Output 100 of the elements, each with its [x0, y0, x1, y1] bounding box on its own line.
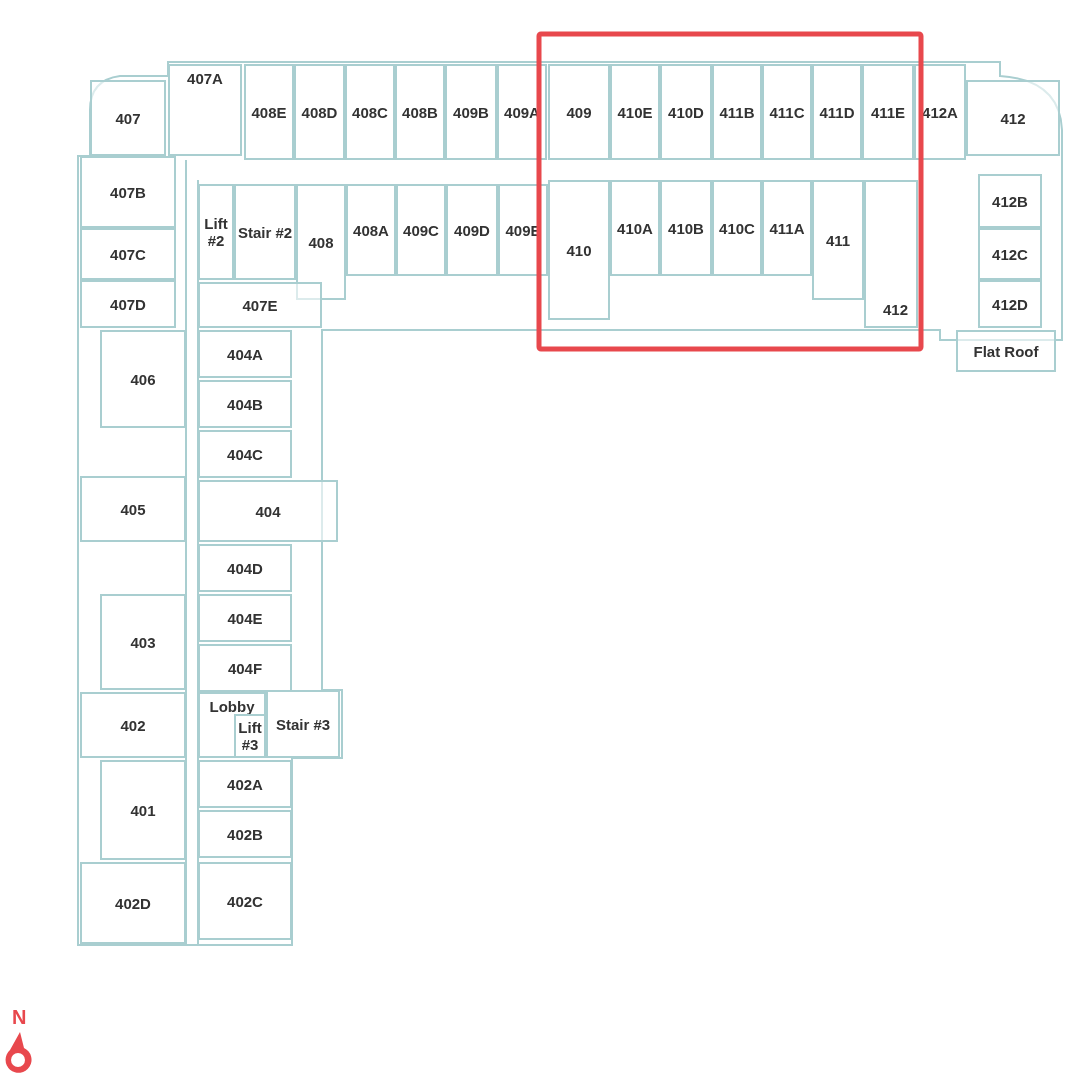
- room-label: 407C: [110, 245, 146, 263]
- room: [610, 64, 660, 160]
- room: [498, 184, 548, 276]
- room: [294, 64, 345, 160]
- room: [198, 644, 292, 692]
- room: [80, 692, 186, 758]
- room: [660, 180, 712, 276]
- room-label: 404E: [227, 609, 263, 627]
- room-label: 402A: [227, 775, 263, 793]
- room-label: 404C: [227, 445, 263, 463]
- room-label: 403: [130, 633, 156, 651]
- room-label: 406: [130, 370, 156, 388]
- room-label: 412B: [992, 192, 1028, 210]
- room: [762, 64, 812, 160]
- room-label: 405: [120, 500, 146, 518]
- north-label: N: [12, 1005, 27, 1030]
- room-label: 407: [115, 109, 141, 127]
- room-label: 410E: [617, 103, 653, 121]
- room-label: 410: [566, 241, 592, 259]
- room: [198, 594, 292, 642]
- room: [198, 282, 322, 328]
- room: [548, 64, 610, 160]
- room: [80, 228, 176, 280]
- room-label: 412: [1000, 109, 1026, 127]
- room: [812, 180, 864, 300]
- room: [244, 64, 294, 160]
- room-label: 402C: [227, 892, 263, 910]
- room-label: 412D: [992, 295, 1028, 313]
- room: [812, 64, 862, 160]
- room: [198, 760, 292, 808]
- room-label: Stair #2: [237, 223, 293, 241]
- room-label: Lobby: [209, 698, 255, 715]
- room-label: 404B: [227, 395, 263, 413]
- room-label: 409B: [453, 103, 489, 121]
- room-label: 408A: [353, 221, 389, 239]
- room: [966, 80, 1060, 156]
- room: [978, 228, 1042, 280]
- room-label: 402: [120, 716, 146, 734]
- room: [396, 184, 446, 276]
- room: [978, 280, 1042, 328]
- room-label: 407A: [187, 70, 223, 87]
- room-label: 410D: [668, 103, 704, 121]
- room-label: 409C: [403, 221, 439, 239]
- room: [90, 80, 166, 156]
- room: [234, 184, 296, 280]
- room-label: 404: [255, 502, 281, 520]
- room-label: 411C: [769, 103, 805, 121]
- room-label: 412A: [922, 103, 958, 121]
- room: [548, 180, 610, 320]
- room: [956, 330, 1056, 372]
- room: [198, 430, 292, 478]
- room-label: Lift #2: [203, 215, 229, 249]
- room-label: 410C: [719, 219, 755, 237]
- room: [446, 184, 498, 276]
- room-label: Lift #3: [237, 719, 263, 753]
- room-label: 408E: [251, 103, 287, 121]
- room-label: 402B: [227, 825, 263, 843]
- room: [198, 810, 292, 858]
- room: [100, 330, 186, 428]
- room: [198, 692, 266, 758]
- room-label: 410B: [668, 219, 704, 237]
- room-label: 411E: [870, 103, 906, 121]
- room-label: 411B: [719, 103, 755, 121]
- room-label: 409D: [454, 221, 490, 239]
- room: [266, 690, 340, 758]
- room: [80, 476, 186, 542]
- room: [198, 330, 292, 378]
- room: [346, 184, 396, 276]
- room: [168, 64, 242, 156]
- room: [914, 64, 966, 160]
- room: [660, 64, 712, 160]
- room-label: 404F: [227, 659, 263, 677]
- room: [100, 760, 186, 860]
- room-label: 407D: [110, 295, 146, 313]
- room: [198, 862, 292, 940]
- room: [296, 184, 346, 300]
- room: [862, 64, 914, 160]
- room-label: 411A: [769, 219, 805, 237]
- room-label: 412C: [992, 245, 1028, 263]
- room: [198, 544, 292, 592]
- room-label: 411: [825, 231, 851, 249]
- room: [864, 180, 918, 328]
- room: [610, 180, 660, 276]
- room: [80, 156, 176, 228]
- room-label: 401: [130, 801, 156, 819]
- room: [100, 594, 186, 690]
- room: [395, 64, 445, 160]
- room-label: 407B: [110, 183, 146, 201]
- room: [80, 862, 186, 944]
- room-label: Stair #3: [275, 715, 331, 733]
- room-label: 408: [308, 233, 334, 251]
- room: [497, 64, 547, 160]
- room-label: Flat Roof: [973, 342, 1039, 360]
- room-label: 411D: [819, 103, 855, 121]
- room: [712, 64, 762, 160]
- room-label: 404D: [227, 559, 263, 577]
- room: [445, 64, 497, 160]
- room: [345, 64, 395, 160]
- room-label: 408C: [352, 103, 388, 121]
- room: [80, 280, 176, 328]
